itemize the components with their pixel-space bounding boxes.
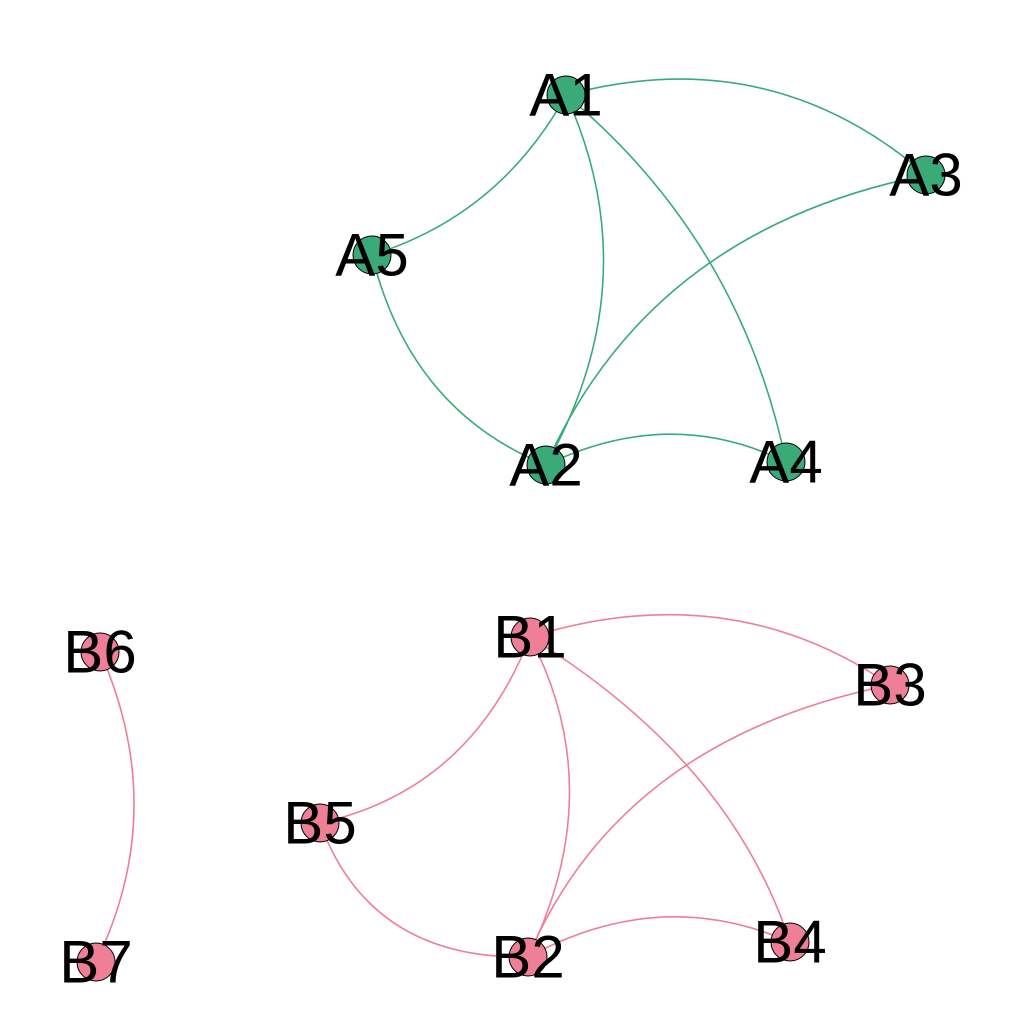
- node-a2-circle: [526, 445, 566, 485]
- edge-a2-a4: [545, 433, 787, 466]
- edge-b1-b3: [529, 613, 891, 686]
- node-a5-circle: [352, 235, 392, 275]
- node-b7-circle: [76, 942, 116, 982]
- node-a1-label: A1: [529, 62, 602, 129]
- node-a4-circle: [766, 442, 806, 482]
- node-b4: B4: [753, 909, 826, 976]
- node-a5-label: A5: [335, 222, 408, 289]
- node-b3-label: B3: [853, 652, 926, 719]
- edge-a3-a2: [545, 174, 927, 466]
- node-a2-label: A2: [509, 432, 582, 499]
- node-b7: B7: [59, 929, 132, 996]
- edge-a5-a2: [371, 254, 547, 466]
- node-a5: A5: [335, 222, 408, 289]
- node-b3: B3: [853, 652, 926, 719]
- node-a4: A4: [749, 429, 822, 496]
- edges-layer: [95, 78, 927, 963]
- node-b5: B5: [283, 790, 356, 857]
- node-b1-label: B1: [493, 604, 566, 671]
- edge-b3-b2: [527, 684, 891, 958]
- node-a4-label: A4: [749, 429, 822, 496]
- edge-b2-b4: [527, 916, 791, 958]
- node-a3-circle: [906, 155, 946, 195]
- node-b2: B2: [491, 924, 564, 991]
- node-a3-label: A3: [889, 142, 962, 209]
- node-b4-circle: [770, 922, 810, 962]
- node-b6: B6: [63, 619, 136, 686]
- node-b5-circle: [300, 803, 340, 843]
- edge-a1-a4: [565, 94, 787, 463]
- node-b2-label: B2: [491, 924, 564, 991]
- edge-b1-b5: [319, 636, 531, 824]
- node-b1-circle: [510, 617, 550, 657]
- edge-a1-a3: [565, 78, 927, 176]
- node-b1: B1: [493, 604, 566, 671]
- node-a1-circle: [546, 75, 586, 115]
- node-a3: A3: [889, 142, 962, 209]
- node-b5-label: B5: [283, 790, 356, 857]
- edge-b6-b7: [95, 651, 135, 963]
- node-a1: A1: [529, 62, 602, 129]
- edge-b1-b2: [527, 636, 571, 958]
- node-b2-circle: [508, 937, 548, 977]
- node-a2: A2: [509, 432, 582, 499]
- node-b3-circle: [870, 665, 910, 705]
- edge-b5-b2: [319, 822, 529, 958]
- edge-a1-a5: [371, 94, 567, 256]
- edge-b1-b4: [529, 636, 791, 943]
- node-b7-label: B7: [59, 929, 132, 996]
- node-b4-label: B4: [753, 909, 826, 976]
- node-b6-circle: [80, 632, 120, 672]
- node-b6-label: B6: [63, 619, 136, 686]
